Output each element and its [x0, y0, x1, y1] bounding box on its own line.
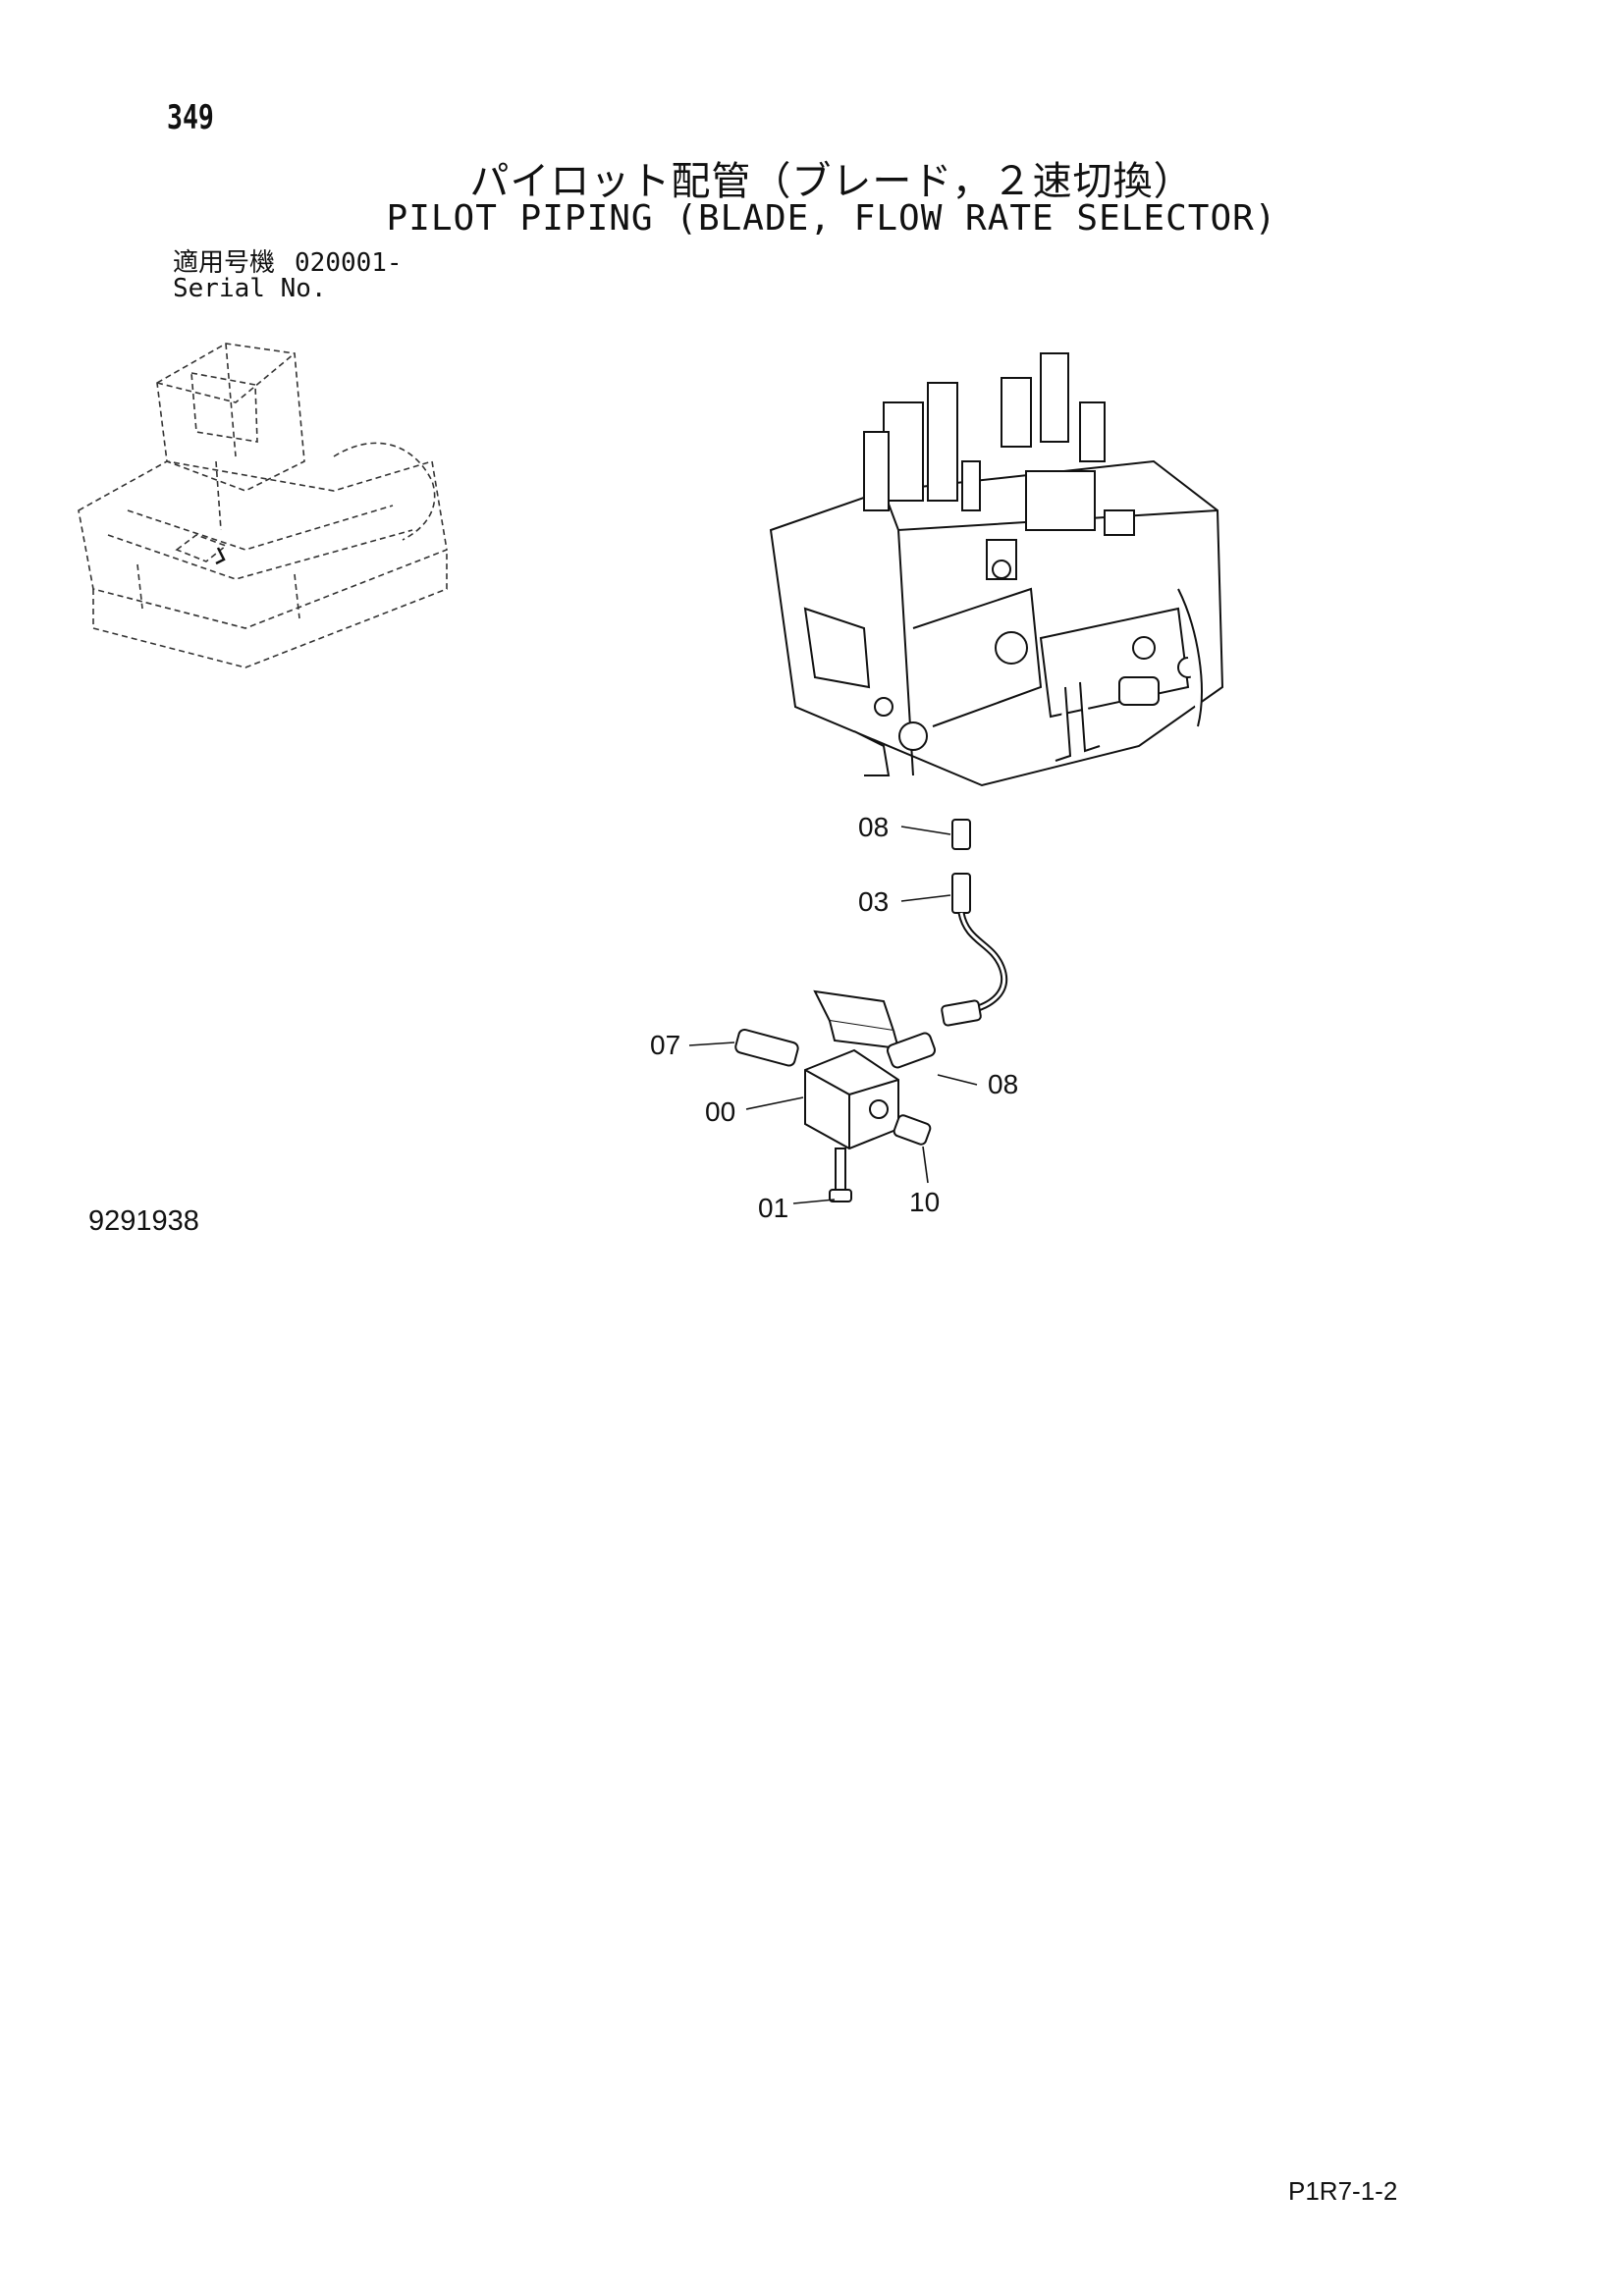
- drawing-number: 9291938: [88, 1205, 199, 1237]
- serial-label-en: Serial No.: [173, 274, 327, 303]
- callout-08-lower: 08: [988, 1069, 1018, 1099]
- callout-07: 07: [650, 1030, 680, 1060]
- machine-locator-illustration: [78, 343, 448, 668]
- fitting-upper: [951, 819, 971, 850]
- serial-label-jp: 適用号機: [173, 248, 276, 278]
- callout-10: 10: [909, 1187, 940, 1217]
- pipe-assembly: [941, 819, 1007, 1027]
- callout-01: 01: [758, 1193, 788, 1223]
- serial-block: 適用号機 020001- Serial No.: [173, 250, 403, 301]
- page-title-japanese: パイロット配管（ブレード，２速切換）: [469, 159, 1194, 204]
- sheet-code: P1R7-1-2: [1288, 2176, 1398, 2206]
- bolt-01: [829, 1189, 852, 1202]
- page-title-english: PILOT PIPING (BLADE, FLOW RATE SELECTOR): [386, 198, 1277, 239]
- selector-valve-block: [734, 989, 937, 1202]
- plug-07: [734, 1028, 799, 1067]
- location-arrow-icon: [215, 547, 226, 565]
- switch-10: [893, 1114, 932, 1146]
- pipe-bottom-nut: [941, 999, 982, 1027]
- callout-00: 00: [705, 1096, 735, 1127]
- control-valve-illustration: [769, 352, 1224, 787]
- serial-value: 020001-: [295, 248, 403, 278]
- page-number: 349: [167, 98, 214, 137]
- callout-08-upper: 08: [858, 812, 889, 842]
- pipe-top-nut: [951, 873, 971, 914]
- fitting-08-side: [886, 1032, 937, 1069]
- callout-03: 03: [858, 886, 889, 917]
- leader-lines: [688, 826, 978, 1204]
